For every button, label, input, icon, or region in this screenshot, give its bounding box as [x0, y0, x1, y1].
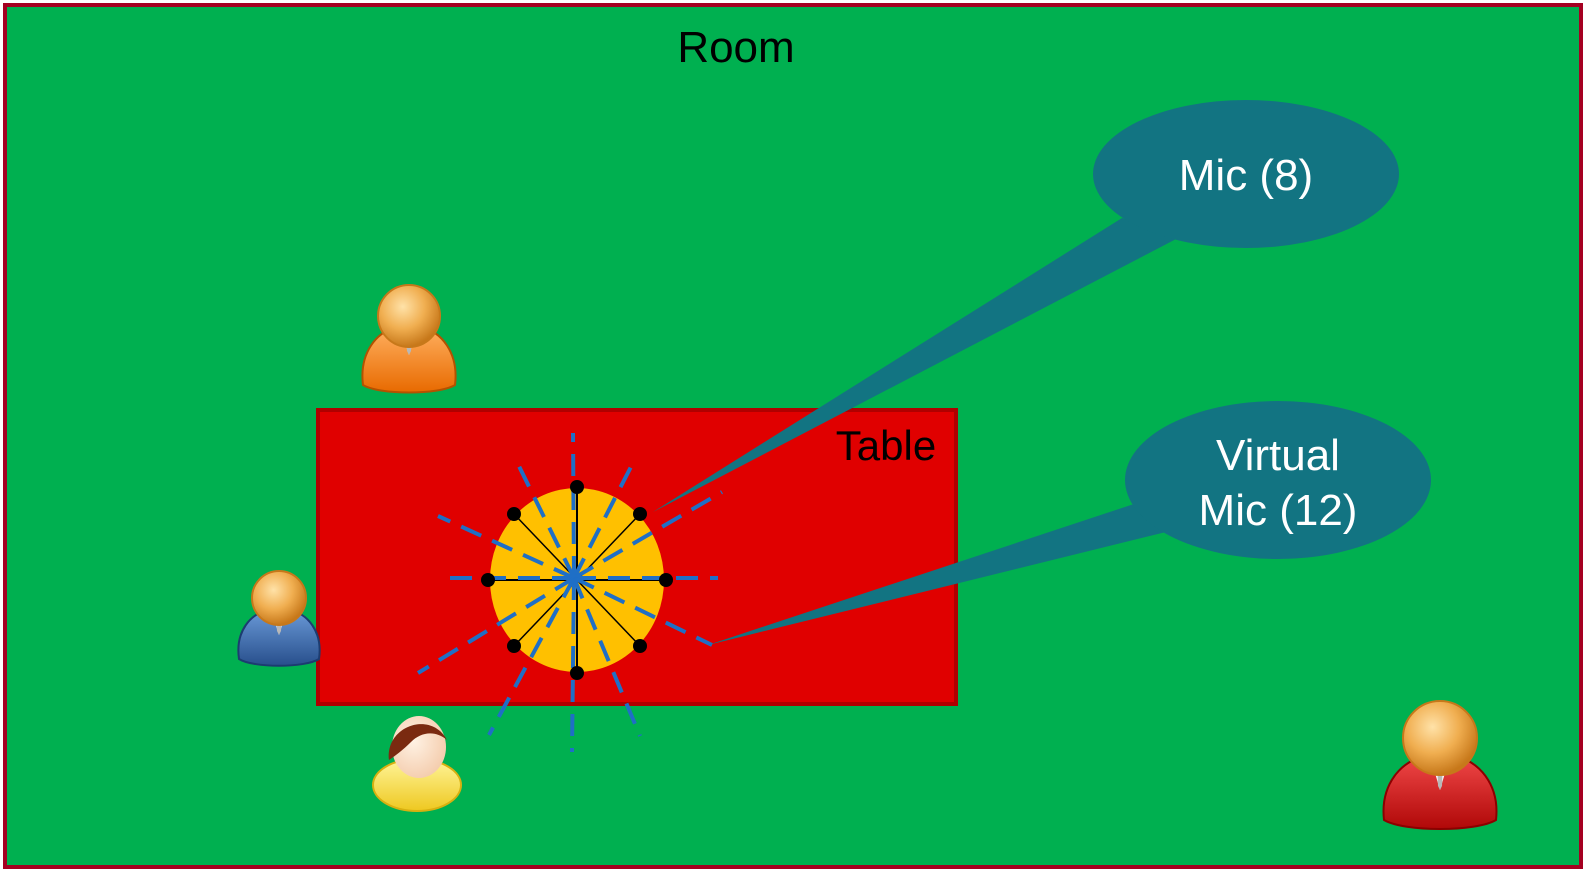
person-yellow-icon — [372, 716, 462, 812]
mic-dot — [507, 639, 521, 653]
mic-dots — [481, 480, 673, 680]
virtual-mic-beams — [416, 432, 724, 753]
mic-dot — [481, 573, 495, 587]
virtual-mic-callout-bubble — [1125, 401, 1431, 559]
mic-callout-bubble — [1093, 100, 1399, 248]
room-label: Room — [677, 23, 794, 72]
virtual-mic-callout-line2: Mic (12) — [1199, 486, 1358, 535]
mic-dot — [570, 666, 584, 680]
mic-callout: Mic (8) — [653, 100, 1399, 512]
person-orange-icon — [361, 284, 457, 394]
person-blue-icon — [237, 570, 321, 667]
mic-dot — [633, 639, 647, 653]
person-red-icon — [1382, 700, 1498, 830]
mic-dot — [507, 507, 521, 521]
virtual-mic-callout-line1: Virtual — [1216, 431, 1340, 480]
virtual-mic-callout: Virtual Mic (12) — [708, 401, 1431, 645]
table-label: Table — [836, 422, 936, 469]
mic-callout-pointer — [653, 218, 1178, 512]
mic-dot — [633, 507, 647, 521]
mic-callout-text: Mic (8) — [1179, 151, 1313, 200]
mic-dot — [570, 480, 584, 494]
virtual-mic-callout-pointer — [708, 502, 1166, 645]
mic-dot — [659, 573, 673, 587]
